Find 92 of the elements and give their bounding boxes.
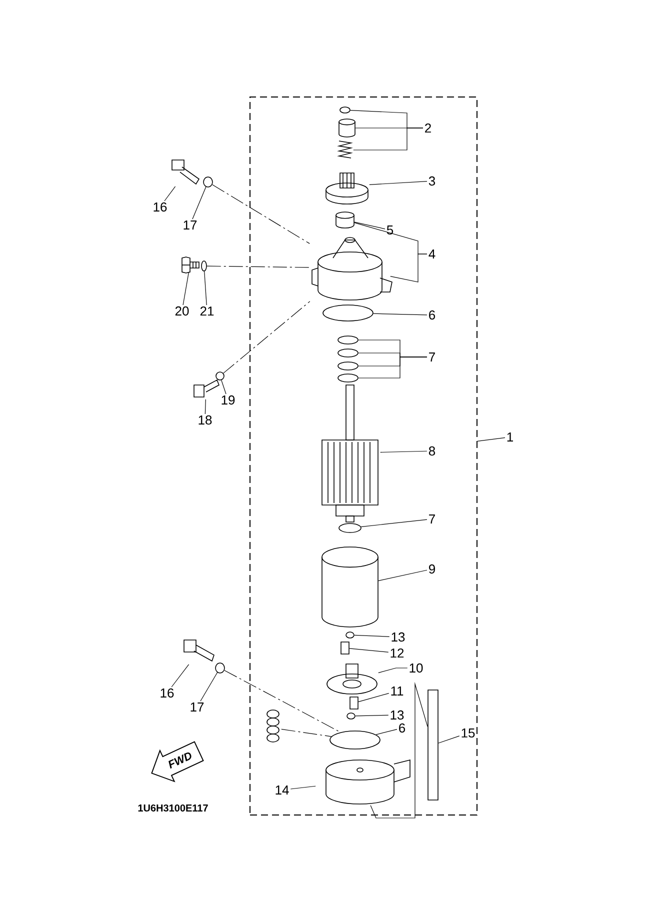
leader-line [204, 399, 206, 414]
leader-line [376, 728, 398, 735]
through-bolt [428, 690, 438, 800]
brush-spring [346, 632, 354, 638]
alignment-line [206, 266, 310, 268]
washer [338, 362, 358, 370]
part-code: 1U6H3100E117 [138, 804, 208, 812]
callout-number: 7 [429, 514, 435, 524]
callout-number: 3 [428, 176, 436, 186]
callout-number: 9 [429, 564, 435, 574]
callout-number: 16 [160, 688, 174, 698]
callout-number: 11 [391, 686, 404, 696]
leader-line [370, 682, 428, 818]
leader-line [349, 648, 389, 652]
callout-number: 7 [429, 352, 435, 362]
fwd-arrow-sign: FWD [151, 741, 204, 782]
leader-line [380, 450, 428, 453]
callout-number: 21 [200, 306, 214, 316]
callout-number: 13 [390, 710, 404, 720]
bushing [336, 212, 354, 228]
callout-number: 17 [184, 220, 197, 230]
brush-holder-drawing [326, 664, 378, 694]
washer [338, 374, 358, 382]
alignment-line [224, 670, 341, 733]
pinion-drawing [326, 172, 368, 204]
callout-number: 13 [392, 632, 405, 642]
leader-line [390, 254, 428, 282]
spring-drawing [337, 140, 353, 158]
leader-line [355, 714, 389, 716]
brush [340, 642, 350, 654]
washer-stack-drawing [266, 710, 280, 742]
callout-number: 10 [410, 663, 423, 673]
leader-line [182, 272, 190, 306]
callout-number: 18 [198, 415, 212, 425]
brush-spring [346, 712, 356, 720]
alignment-line [281, 728, 332, 737]
leader-line [354, 634, 390, 637]
washer [203, 176, 213, 188]
leader-line [358, 356, 428, 378]
armature-drawing [322, 384, 378, 522]
leader-line [369, 181, 428, 185]
leader-line [360, 519, 428, 528]
bolt-drawing [172, 160, 200, 185]
leader-line [164, 186, 176, 202]
leader-line [378, 570, 428, 582]
o-ring [322, 304, 374, 322]
leader-line [354, 222, 386, 230]
callout-number: 14 [276, 786, 289, 794]
callout-number: 1 [507, 432, 513, 442]
bolt-drawing [184, 640, 214, 662]
brush [350, 696, 358, 710]
callout-number: 4 [428, 250, 436, 258]
leader-line [353, 128, 424, 150]
callout-number: 6 [399, 723, 406, 733]
leader-line [171, 664, 190, 688]
leader-line [221, 380, 226, 394]
alignment-line [223, 301, 310, 374]
leader-line [358, 692, 390, 702]
leader-line [192, 186, 206, 220]
callout-number: 6 [429, 310, 436, 320]
callout-number: 5 [386, 225, 394, 235]
bolt-drawing [194, 379, 220, 398]
leader-line [290, 786, 316, 790]
snap-ring [340, 106, 350, 114]
dashed-frame [250, 96, 478, 816]
alignment-line [212, 184, 310, 244]
leader-line [378, 668, 408, 674]
callout-number: 16 [154, 202, 167, 212]
callout-number: 20 [175, 306, 189, 316]
washer [201, 260, 207, 272]
callout-number: 2 [425, 123, 431, 133]
washer [215, 662, 225, 674]
callout-number: 15 [462, 728, 475, 738]
washer [338, 336, 358, 344]
callout-number: 19 [222, 395, 235, 405]
leader-line [204, 271, 207, 306]
yoke [322, 546, 378, 628]
callout-number: 8 [428, 446, 436, 456]
leader-line [200, 672, 218, 702]
leader-line [438, 736, 460, 744]
bolt-drawing [182, 256, 200, 274]
collar [338, 118, 356, 138]
bracket-drawing [326, 760, 410, 804]
callout-number: 17 [190, 702, 204, 712]
washer [338, 523, 362, 533]
callout-number: 12 [390, 648, 404, 658]
leader-line [477, 437, 506, 442]
o-ring [330, 730, 380, 750]
washer [338, 348, 358, 358]
washer [216, 372, 224, 380]
housing-drawing [312, 237, 392, 300]
leader-line [373, 313, 428, 316]
